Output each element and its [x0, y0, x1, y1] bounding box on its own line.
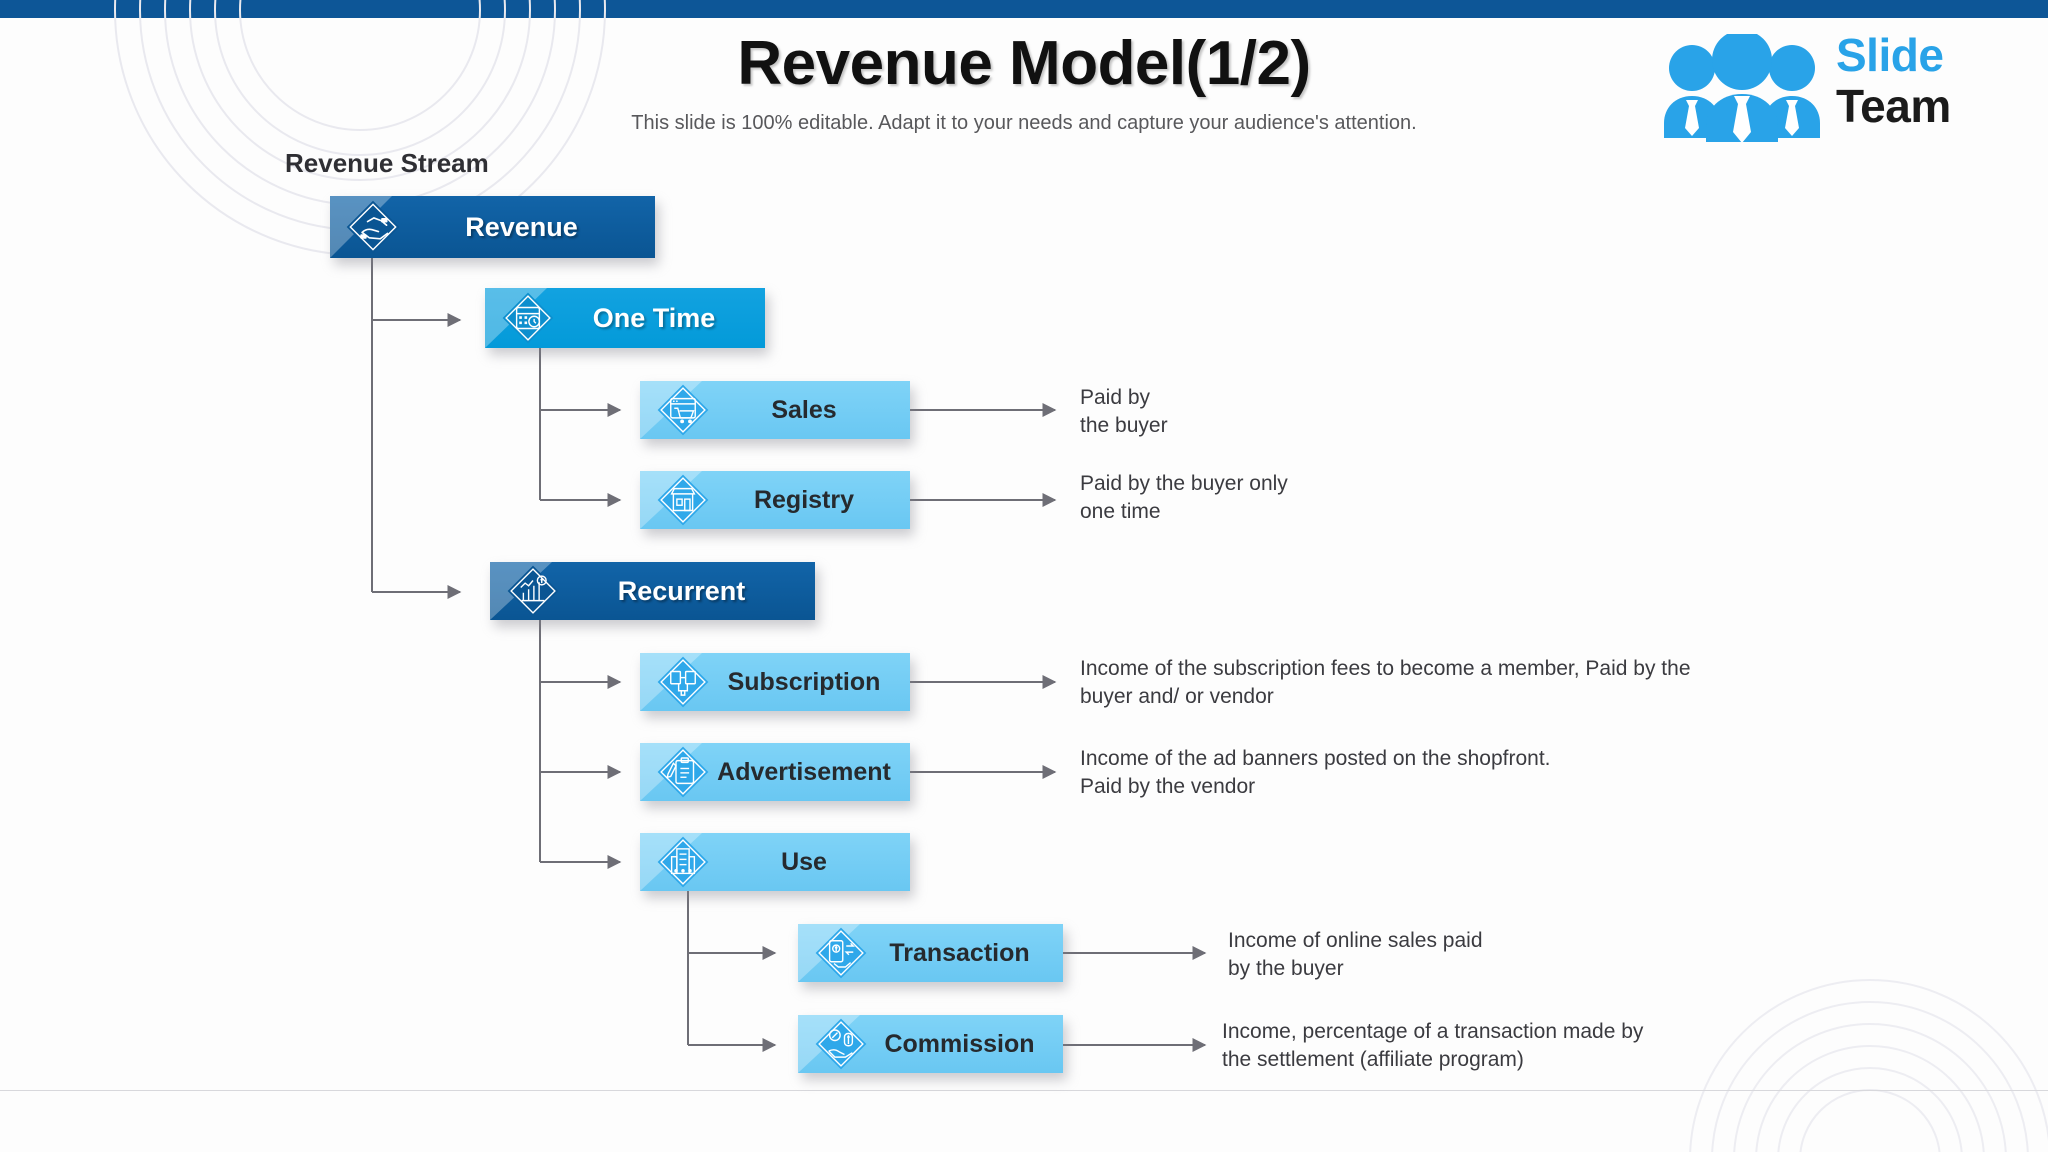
description-transaction: Income of online sales paid by the buyer: [1228, 929, 1483, 980]
node-commission[interactable]: Commission: [798, 1015, 1063, 1073]
node-commission-label: Commission: [884, 1029, 1035, 1058]
node-recurrent[interactable]: Recurrent: [490, 562, 815, 620]
office-building-icon: [654, 833, 712, 891]
node-sales-label: Sales: [771, 395, 837, 424]
percent-hand-money-icon: [812, 1015, 870, 1073]
page-subtitle: This slide is 100% editable. Adapt it to…: [631, 112, 1417, 134]
node-use[interactable]: Use: [640, 833, 910, 891]
node-one-time[interactable]: One Time: [485, 288, 765, 348]
node-registry[interactable]: Registry: [640, 471, 910, 529]
page-title: Revenue Model(1/2): [737, 29, 1311, 98]
storefront-icon: [654, 471, 712, 529]
node-revenue[interactable]: Revenue: [330, 196, 655, 258]
logo-word-slide: Slide: [1836, 29, 1944, 81]
slideteam-logo: Slide Team: [1658, 28, 2028, 146]
node-advertisement[interactable]: Advertisement: [640, 743, 910, 801]
description-sales: Paid by the buyer: [1080, 386, 1168, 437]
node-registry-label: Registry: [753, 485, 855, 514]
node-subscription[interactable]: Subscription: [640, 653, 910, 711]
node-advertisement-label: Advertisement: [717, 757, 891, 786]
node-revenue-label: Revenue: [465, 211, 578, 242]
description-registry: Paid by the buyer only one time: [1080, 472, 1288, 523]
node-one-time-label: One Time: [592, 302, 716, 333]
people-group-icon: [1664, 34, 1820, 142]
logo-word-team: Team: [1836, 80, 1951, 132]
growth-chart-money-icon: [504, 562, 562, 620]
handshake-money-icon: [344, 198, 402, 256]
node-transaction[interactable]: Transaction: [798, 924, 1063, 982]
node-subscription-label: Subscription: [727, 667, 881, 696]
node-recurrent-label: Recurrent: [617, 575, 746, 606]
shopping-cart-browser-icon: [654, 381, 712, 439]
description-subscription: Income of the subscription fees to becom…: [1080, 657, 1691, 708]
node-use-label: Use: [781, 847, 827, 876]
node-transaction-label: Transaction: [889, 938, 1030, 967]
footer-divider: [0, 1090, 2048, 1091]
node-sales[interactable]: Sales: [640, 381, 910, 439]
description-advertisement: Income of the ad banners posted on the s…: [1080, 747, 1551, 798]
calculator-clock-icon: [499, 289, 557, 347]
subscription-card-icon: [654, 653, 712, 711]
description-commission: Income, percentage of a transaction made…: [1222, 1020, 1644, 1071]
clipboard-pen-icon: [654, 743, 712, 801]
mobile-payment-icon: [812, 924, 870, 982]
section-label-revenue-stream: Revenue Stream: [285, 148, 489, 178]
